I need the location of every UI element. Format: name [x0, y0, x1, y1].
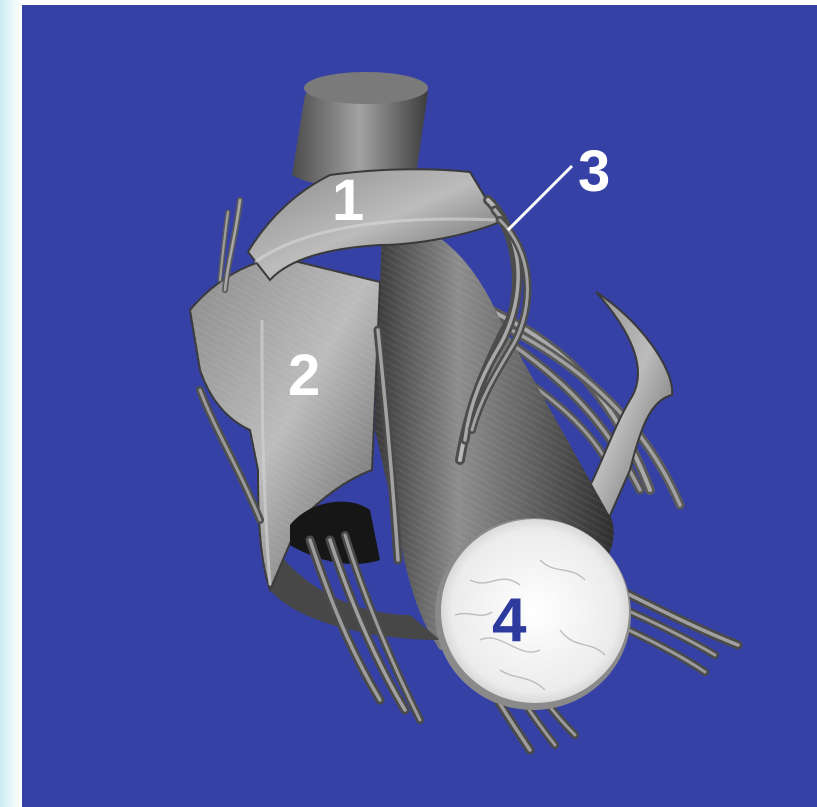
label-3: 3 [578, 143, 610, 201]
illustration-panel: 1 2 3 4 [22, 5, 817, 807]
label-1: 1 [332, 172, 364, 230]
label-3-pointer [508, 166, 572, 230]
label-2: 2 [288, 347, 320, 405]
muscle-3d-rendering [22, 5, 817, 807]
muscle-4-cross-section [435, 518, 631, 710]
label-4: 4 [492, 590, 526, 652]
right-aponeurosis [580, 292, 672, 520]
